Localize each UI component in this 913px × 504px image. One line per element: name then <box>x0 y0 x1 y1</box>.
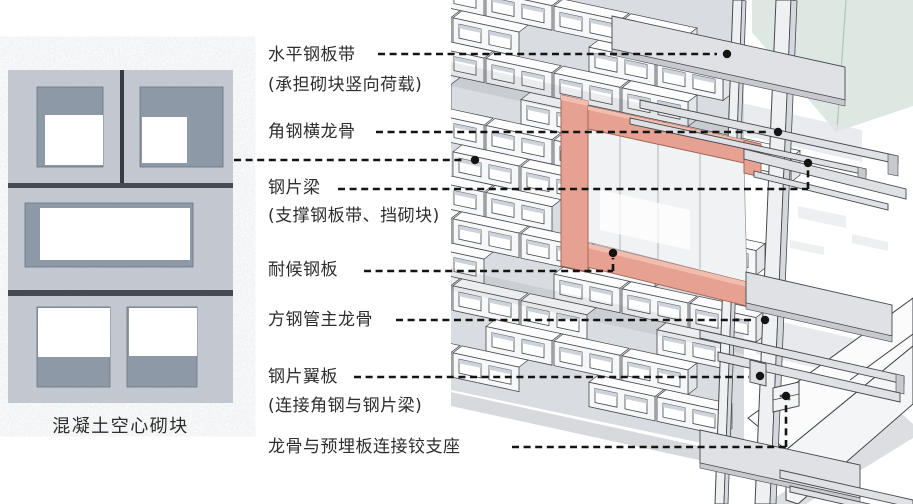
label-square-tube-main-runner: 方钢管主龙骨 <box>268 310 373 330</box>
label-steel-fin-plate-note: (连接角钢与钢片梁) <box>268 396 423 416</box>
label-horizontal-steel-band-note: (承担砌块竖向荷载) <box>268 75 423 95</box>
label-hinge-support: 龙骨与预埋板连接铰支座 <box>268 437 461 457</box>
leader-lines <box>234 49 813 449</box>
label-weathering-steel-plate: 耐候钢板 <box>268 260 338 280</box>
label-angle-steel-cross-runner: 角钢横龙骨 <box>268 122 356 142</box>
label-steel-sheet-beam-note: (支撑钢板带、挡砌块) <box>268 206 440 226</box>
label-horizontal-steel-band: 水平钢板带 <box>268 45 356 65</box>
photo-caption: 混凝土空心砌块 <box>52 416 189 437</box>
label-steel-fin-plate: 钢片翼板 <box>268 367 338 387</box>
concrete-block-photo <box>8 70 233 403</box>
label-steel-sheet-beam: 钢片梁 <box>268 178 321 198</box>
block-holes <box>24 86 224 388</box>
